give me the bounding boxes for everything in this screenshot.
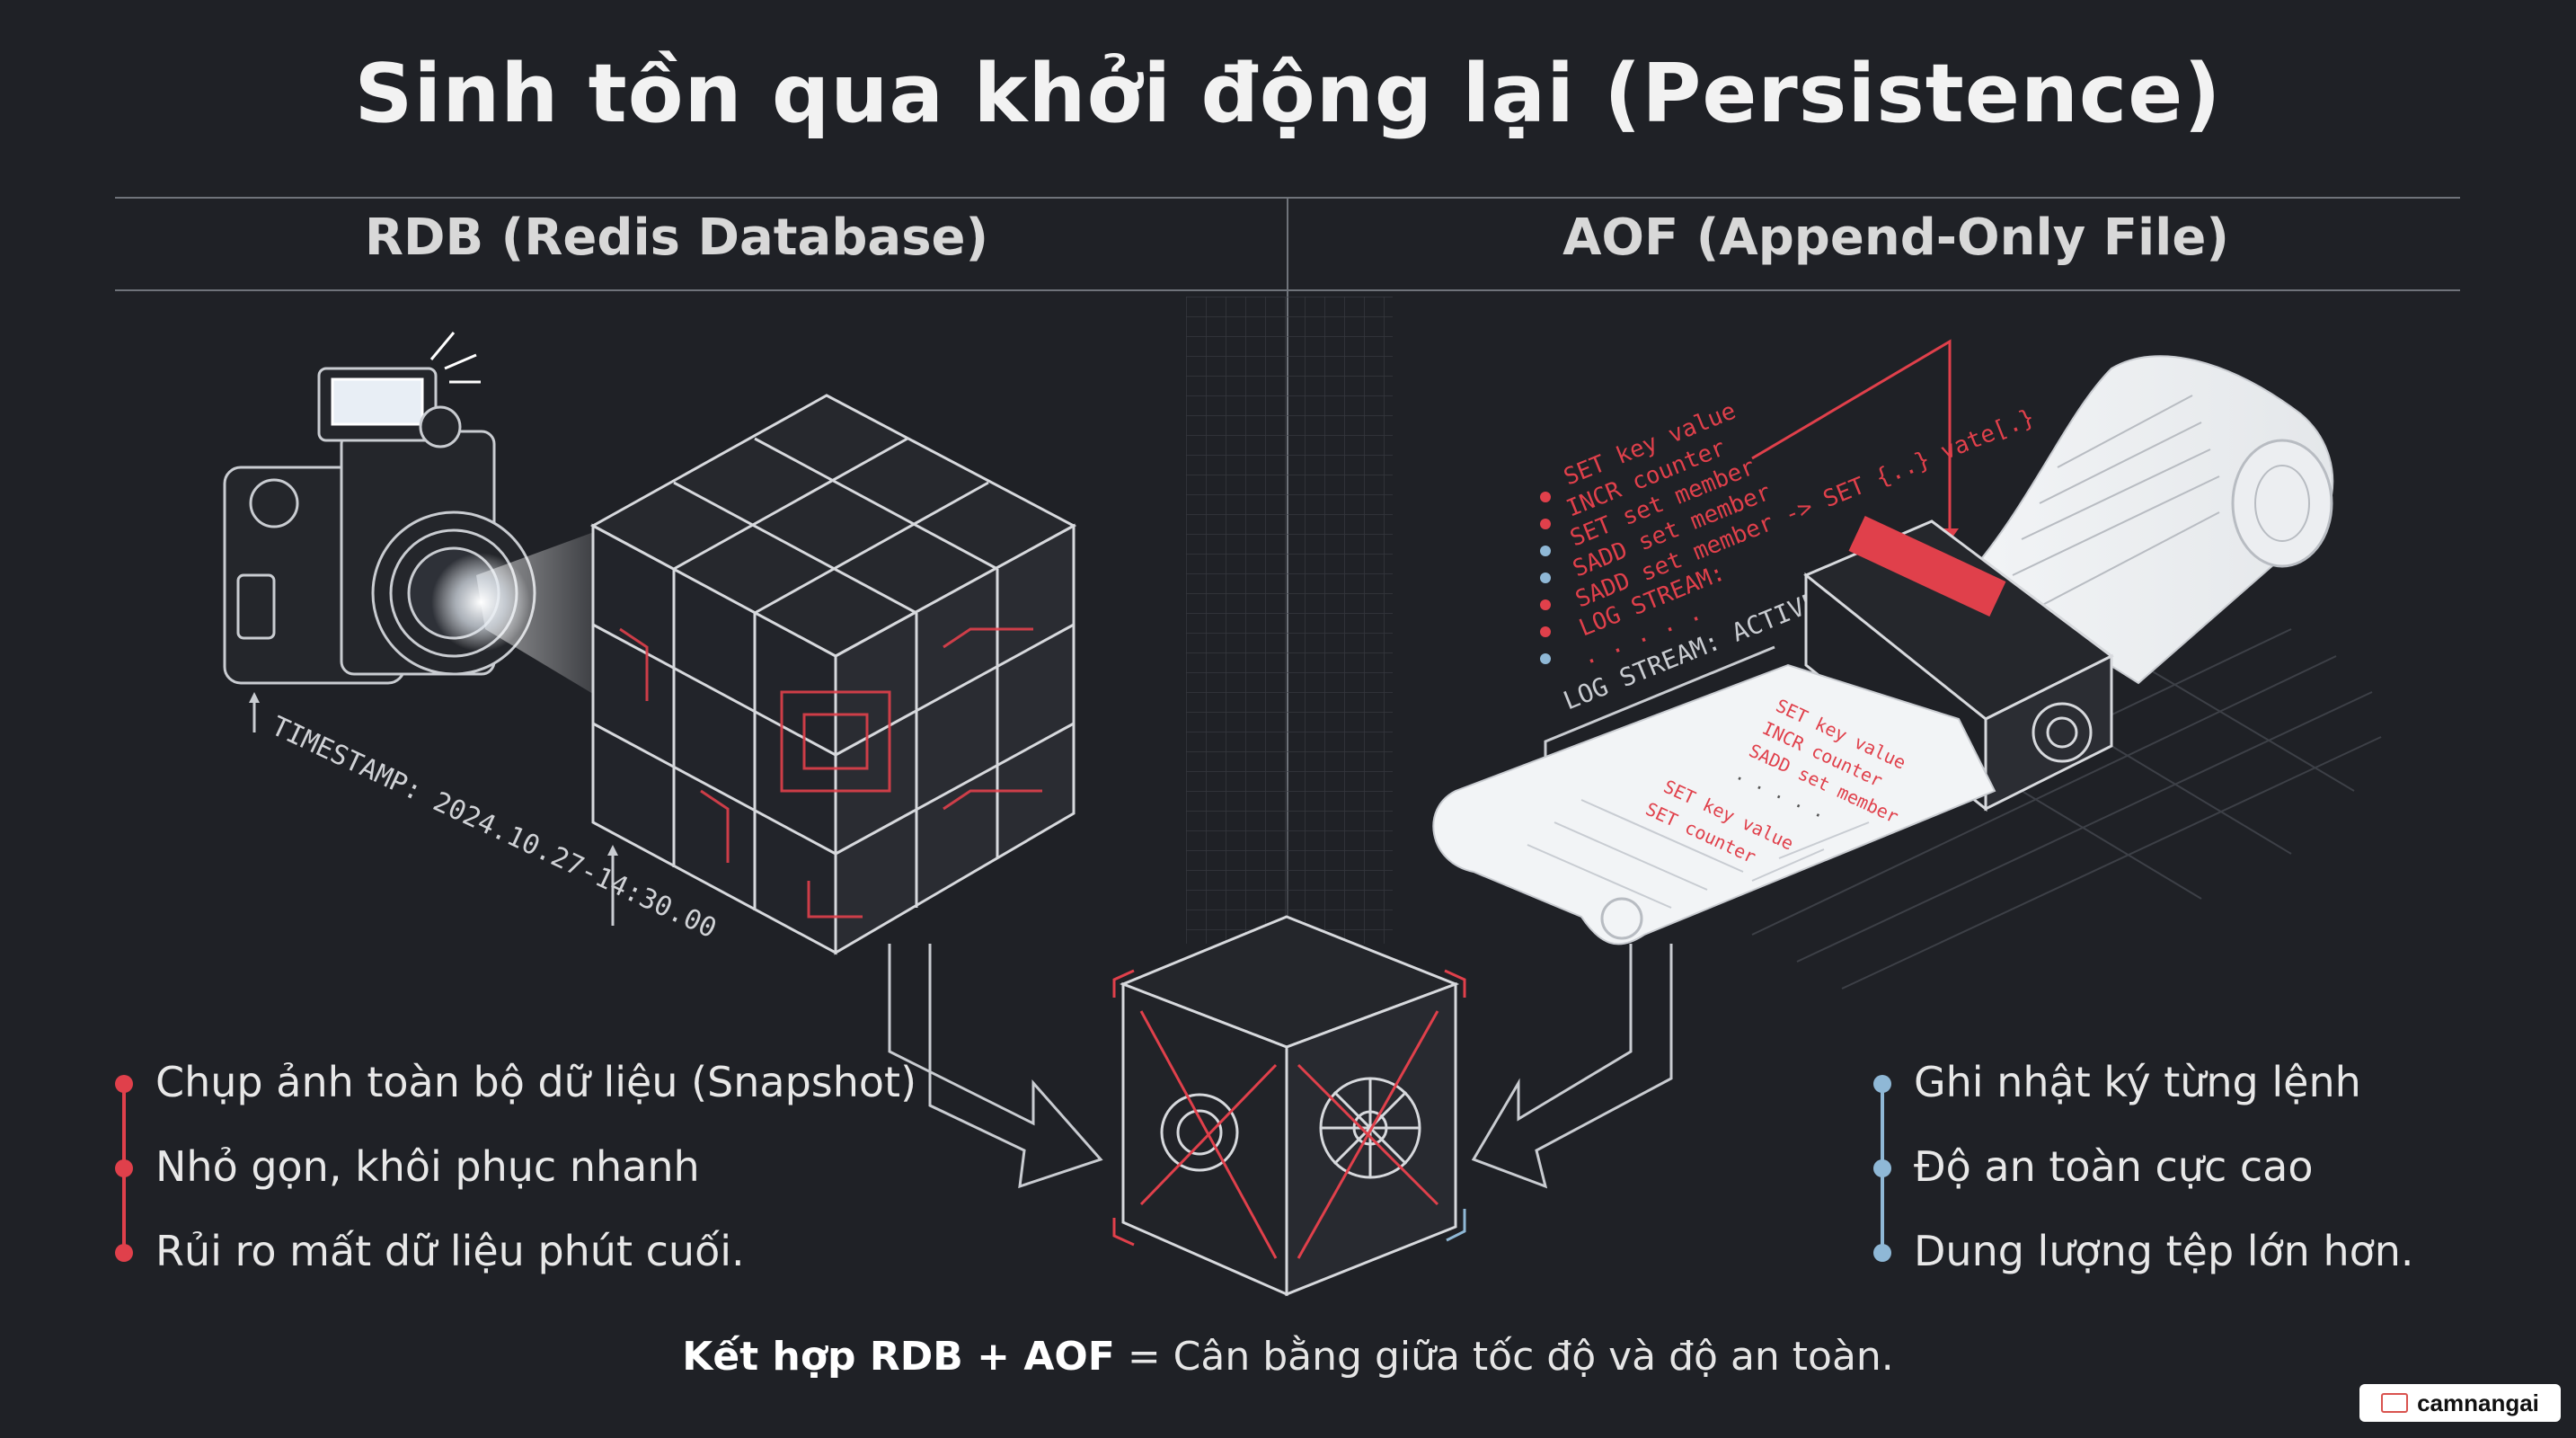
watermark-text: camnangai: [2417, 1389, 2539, 1416]
rdb-bullet-dot: [115, 1159, 133, 1177]
footer-summary: Kết hợp RDB + AOF = Cân bằng giữa tốc độ…: [0, 1334, 2576, 1380]
rdb-bullet-risk: Rủi ro mất dữ liệu phút cuối.: [155, 1227, 745, 1275]
watermark-badge[interactable]: camnangai: [2359, 1384, 2561, 1422]
aof-log-bullets: [1540, 492, 1551, 664]
rdb-bullet-dot: [115, 1244, 133, 1262]
aof-bullet-log: Ghi nhật ký từng lệnh: [1914, 1058, 2361, 1106]
aof-arrow-icon: [1471, 944, 1673, 1189]
aof-bullet-dot: [1873, 1075, 1891, 1093]
rdb-bullet-dot: [115, 1075, 133, 1093]
aof-bullet-size: Dung lượng tệp lớn hơn.: [1914, 1227, 2414, 1275]
aof-bullet-safety: Độ an toàn cực cao: [1914, 1142, 2314, 1191]
aof-bullet-dot: [1873, 1244, 1891, 1262]
page-title: Sinh tồn qua khởi động lại (Persistence): [354, 47, 2222, 141]
rdb-arrow-icon: [888, 944, 1103, 1189]
rdb-bullet-snapshot: Chụp ảnh toàn bộ dữ liệu (Snapshot): [155, 1058, 917, 1106]
rdb-bullet-compact: Nhỏ gọn, khôi phục nhanh: [155, 1142, 700, 1191]
footer-rest: = Cân bằng giữa tốc độ và độ an toàn.: [1114, 1334, 1894, 1380]
paper-output: [1432, 663, 1996, 945]
rdb-column-header: RDB (Redis Database): [364, 209, 989, 267]
aof-bullet-dot: [1873, 1159, 1891, 1177]
book-icon: [2381, 1393, 2409, 1413]
safe-icon: [1119, 915, 1460, 1297]
data-cube-icon: [589, 394, 1077, 955]
aof-column-header: AOF (Append-Only File): [1562, 209, 2229, 267]
footer-bold: Kết hợp RDB + AOF: [682, 1334, 1115, 1380]
camera-icon: [223, 367, 536, 685]
center-grid: [1186, 297, 1393, 944]
